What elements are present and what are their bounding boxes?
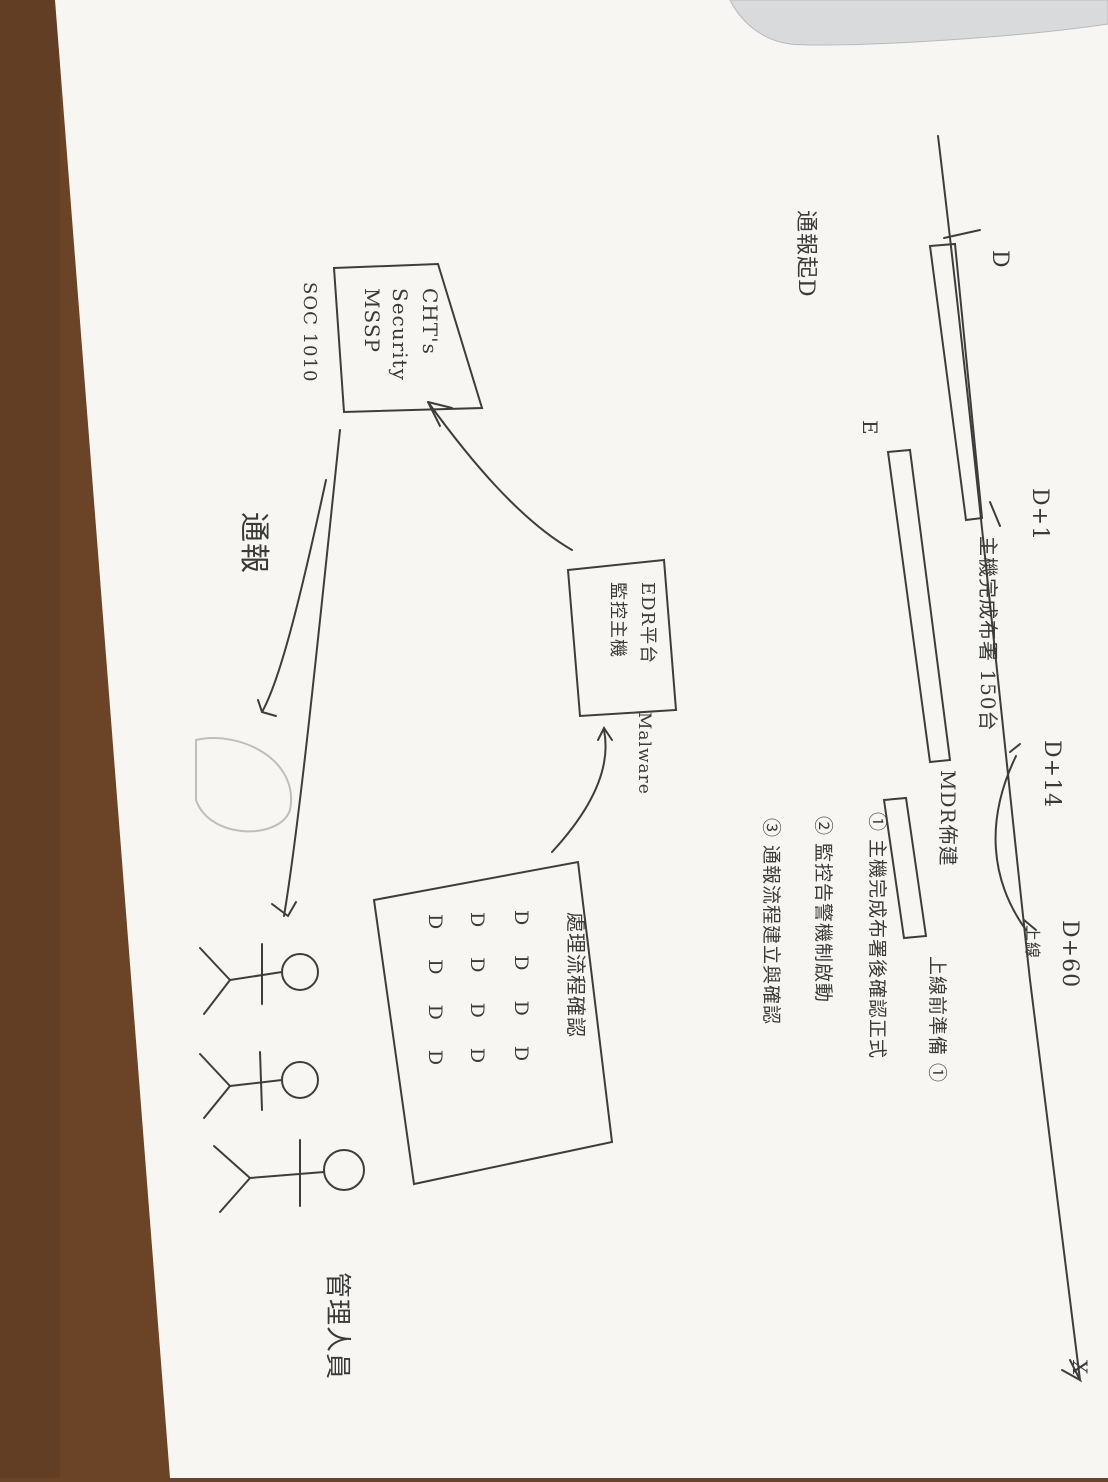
checklist-box: [372, 860, 614, 1186]
stick-figure-2: [199, 1051, 319, 1119]
checklist-row-2: D D D D: [424, 914, 446, 1067]
bar-label-2: MDR佈建: [936, 770, 960, 867]
erased-scribble: [195, 737, 293, 833]
arrow-edr-to-soc: [427, 401, 573, 551]
people-caption: 管理人員: [322, 1272, 352, 1381]
checklist-cell: D: [424, 1049, 446, 1067]
mdr-box: [882, 796, 928, 940]
checklist-cell: D: [466, 1047, 488, 1065]
legend-line-0: 上線前準備 ①: [926, 956, 948, 1084]
checklist-cell: D: [424, 959, 446, 976]
soc-box-line-0: CHT's: [418, 288, 442, 355]
edr-box: [566, 558, 678, 718]
arrow-soc-to-people: [283, 429, 341, 917]
bar-label-1: 主機完成布署 150台: [976, 536, 1000, 732]
checklist-cell: D: [424, 1004, 446, 1021]
left-note: 通報: [236, 512, 271, 574]
checklist-cell: D: [510, 910, 532, 927]
timeline-end-label: X: [1068, 1360, 1092, 1376]
checklist-title: 處理流程確認: [564, 912, 588, 1038]
soc-box-line-1: Security: [388, 288, 412, 381]
checklist-cell: D: [510, 1045, 532, 1063]
hatched-bar-1: [928, 242, 984, 522]
stick-figure-3: [213, 1139, 365, 1213]
checklist-cell: D: [510, 955, 532, 972]
marker-d-plus-60: D+60: [1057, 920, 1082, 989]
paper-sheet: [55, 0, 1108, 1478]
stick-figure-1: [199, 943, 319, 1015]
legend-line-3: ③ 通報流程建立與確認: [760, 818, 782, 1026]
soc-box-line-2: MSSP: [360, 288, 384, 353]
soc-box: [332, 262, 484, 414]
hatched-bar-2: [886, 448, 952, 764]
edr-arrow-note: Malware: [634, 712, 654, 795]
checklist-cell: D: [466, 912, 488, 929]
soc-caption: SOC 1010: [299, 282, 320, 383]
marker-d-plus-14: D+14: [1039, 740, 1064, 809]
timeline-line: [937, 135, 1081, 1381]
edr-box-line-0: EDR平台: [637, 582, 658, 665]
marker-d: D: [987, 250, 1012, 269]
timeline-start-note: 通報起D: [793, 210, 818, 298]
checklist-cell: D: [424, 914, 446, 931]
legend-line-2: ② 監控告警機制啟動: [812, 816, 834, 1004]
edr-box-line-1: 監控主機: [607, 582, 628, 658]
marker-d-plus-1: D+1: [1027, 488, 1052, 542]
bar-e-label: E: [858, 420, 882, 436]
checklist-row-0: D D D D: [510, 910, 532, 1063]
checklist-cell: D: [466, 957, 488, 974]
checklist-row-1: D D D D: [466, 912, 488, 1065]
laptop-corner: [729, 0, 1108, 46]
checklist-cell: D: [466, 1002, 488, 1019]
arrow-checklist-to-edr: [551, 729, 607, 853]
legend-line-1: ① 主機完成布署後確認正式: [866, 812, 888, 1060]
dashed-note: 上線: [1023, 925, 1042, 960]
checklist-cell: D: [510, 1000, 532, 1017]
